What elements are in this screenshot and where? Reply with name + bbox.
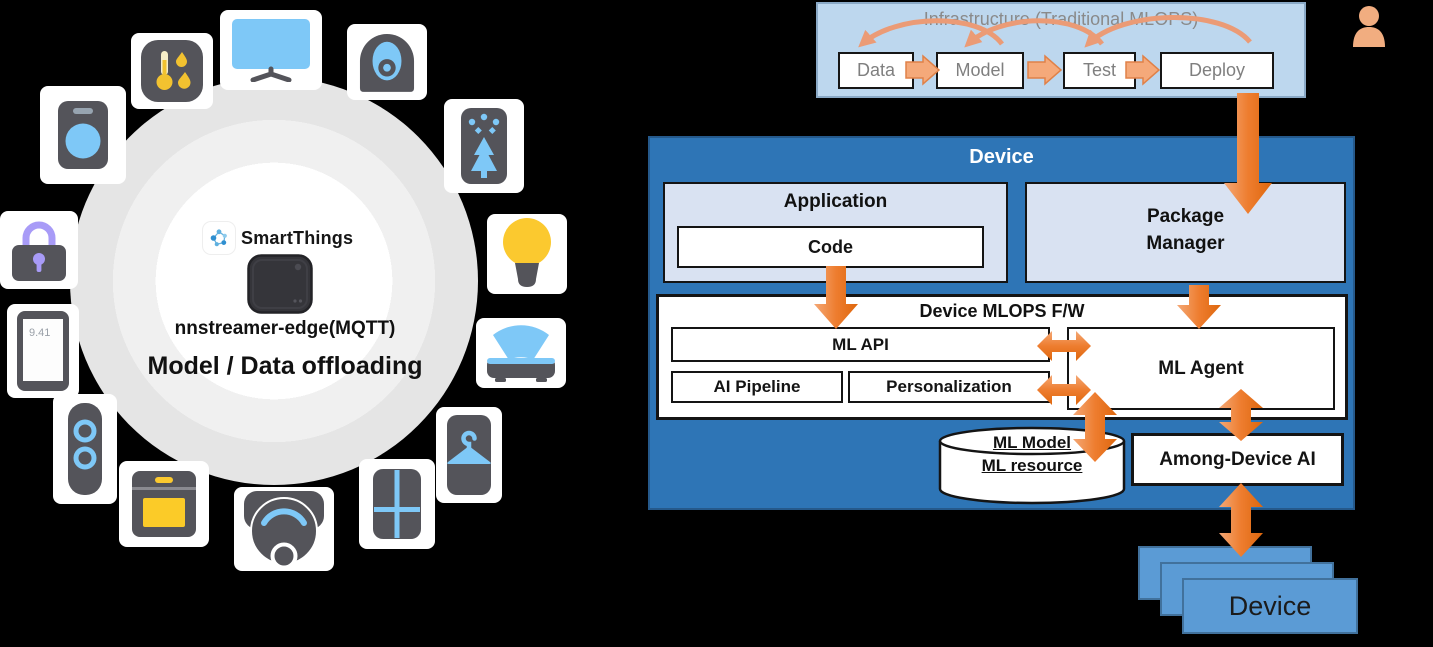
ai-pipeline-label: AI Pipeline	[713, 377, 801, 396]
smart-window-icon	[359, 459, 435, 549]
feedback-arrow-model-to-data	[858, 18, 1004, 48]
application-title: Application	[783, 191, 888, 212]
temperature-humidity-sensor-icon	[131, 33, 213, 109]
washing-machine-icon	[40, 86, 126, 184]
package-manager-line2: Manager	[1146, 233, 1225, 254]
arrow-test-to-deploy	[1125, 54, 1161, 86]
feedback-arrow-deploy-to-test	[1084, 15, 1252, 48]
device-stack-front: Device	[1182, 578, 1358, 634]
device-container-title: Device	[969, 146, 1034, 168]
ai-pipeline-box: AI Pipeline	[671, 371, 843, 403]
feedback-arrow-test-to-model	[964, 18, 1104, 48]
stage-deploy-label: Deploy	[1188, 60, 1246, 80]
arrow-ml-api-ml-agent	[1037, 331, 1091, 361]
edge-protocol-label: nnstreamer-edge(MQTT)	[174, 318, 396, 339]
oven-icon	[119, 461, 209, 547]
among-device-ai-label: Among-Device AI	[1159, 448, 1316, 470]
offloading-caption: Model / Data offloading	[147, 352, 423, 380]
tablet-time-label: 9.41	[29, 327, 50, 339]
device-stack-label: Device	[1228, 590, 1312, 621]
arrow-code-to-ml-api	[814, 266, 858, 329]
code-label: Code	[808, 236, 853, 257]
arrow-deploy-to-package-manager	[1224, 93, 1272, 214]
smartthings-brand-label: SmartThings	[241, 228, 354, 248]
arrow-package-manager-to-ml-agent	[1177, 285, 1221, 329]
light-bulb-icon	[487, 214, 567, 294]
personalization-box: Personalization	[848, 371, 1050, 403]
dome-camera-icon	[234, 487, 334, 571]
clothing-care-icon	[436, 407, 502, 503]
camera-icon	[347, 24, 427, 100]
ml-agent-box: ML Agent	[1067, 327, 1335, 410]
stage-data-box: Data	[838, 52, 914, 89]
arrow-ml-agent-among-device-ai	[1219, 389, 1263, 441]
ml-model-line: ML Model	[992, 433, 1072, 452]
arrow-model-to-test	[1027, 54, 1063, 86]
stage-test-label: Test	[1082, 60, 1116, 80]
smartthings-molecule-icon	[210, 229, 227, 247]
tv-icon	[220, 10, 322, 90]
arrow-personalization-ml-agent	[1037, 375, 1091, 405]
smartthings-logo	[203, 222, 235, 254]
smart-lock-icon	[0, 211, 78, 289]
robot-vacuum-projector-icon	[476, 318, 566, 388]
infra-flow-arrows	[858, 15, 1252, 86]
ml-agent-label: ML Agent	[1158, 357, 1244, 379]
stage-model-label: Model	[955, 60, 1005, 80]
package-manager-line1: Package	[1146, 206, 1225, 227]
smartthings-hub-device	[247, 254, 313, 314]
among-device-ai-box: Among-Device AI	[1131, 433, 1344, 486]
smart-speaker-icon	[53, 394, 117, 504]
tablet-icon: 9.41	[7, 304, 79, 398]
ml-api-label: ML API	[832, 334, 889, 354]
ml-api-box: ML API	[671, 327, 1050, 362]
ml-model-store-label: ML Model ML resource	[940, 431, 1124, 477]
personalization-label: Personalization	[886, 377, 1012, 396]
package-manager-box	[1025, 182, 1346, 283]
ml-model-store-cylinder	[938, 426, 1126, 505]
mlops-framework-title: Device MLOPS F/W	[919, 301, 1085, 321]
person-icon	[1353, 6, 1385, 47]
code-box: Code	[677, 226, 984, 268]
arrow-data-to-model	[905, 54, 941, 86]
arrow-among-device-ai-device-stack	[1219, 483, 1263, 557]
stage-model-box: Model	[936, 52, 1024, 89]
package-manager-label: Package Manager	[1025, 203, 1346, 257]
air-purifier-icon	[444, 99, 524, 193]
stage-deploy-box: Deploy	[1160, 52, 1274, 89]
stage-data-label: Data	[856, 60, 896, 80]
arrow-mlops-ml-model-store	[1073, 392, 1117, 462]
ml-resource-line: ML resource	[981, 456, 1083, 475]
